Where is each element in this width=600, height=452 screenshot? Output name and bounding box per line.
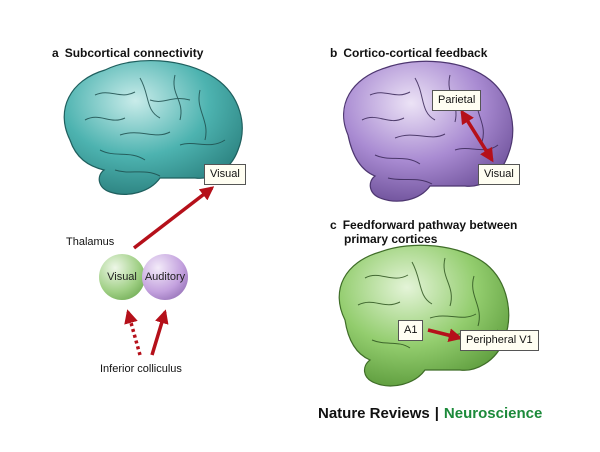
thalamus-visual-node: Visual: [99, 254, 145, 300]
arrow-thalamus-to-visual: [132, 186, 215, 250]
label-parietal: Parietal: [432, 90, 482, 111]
panel-c-text-line2: primary cortices: [344, 232, 438, 246]
footer-separator: |: [434, 405, 439, 422]
thalamus-auditory-label: Auditory: [144, 271, 186, 283]
brain-a: [63, 60, 243, 195]
thalamus-visual-label: Visual: [107, 271, 137, 283]
label-visual-cortex-a: Visual: [204, 164, 246, 185]
journal-name: Nature Reviews: [318, 405, 430, 422]
label-visual-cortex-b: Visual: [478, 164, 520, 185]
thalamus-auditory-node: Auditory: [142, 254, 188, 300]
arrow-colliculus-to-visual-dotted: [124, 309, 142, 356]
label-a1: A1: [398, 320, 424, 341]
label-thalamus: Thalamus: [66, 236, 115, 248]
panel-c-text-line1: Feedforward pathway between: [342, 218, 518, 232]
label-peripheral-v1: Peripheral V1: [460, 330, 539, 351]
panel-a-text: Subcortical connectivity: [64, 46, 204, 60]
arrow-a1-to-v1: [427, 328, 463, 343]
arrow-parietal-visual: [460, 109, 494, 163]
panel-c-letter: c: [330, 218, 337, 232]
journal-footer: Nature Reviews|Neuroscience: [318, 405, 542, 422]
arrow-colliculus-to-auditory: [150, 309, 169, 356]
panel-c-title: c Feedforward pathway between primary cor…: [330, 218, 517, 246]
panel-b-letter: b: [330, 46, 338, 60]
journal-subject: Neuroscience: [443, 405, 543, 422]
panel-b-title: b Cortico-cortical feedback: [330, 46, 487, 60]
panel-b-text: Cortico-cortical feedback: [343, 46, 488, 60]
brain-c: [338, 244, 510, 387]
label-inferior-colliculus: Inferior colliculus: [100, 363, 182, 375]
panel-a-title: a Subcortical connectivity: [52, 46, 203, 60]
panel-a-letter: a: [52, 46, 59, 60]
